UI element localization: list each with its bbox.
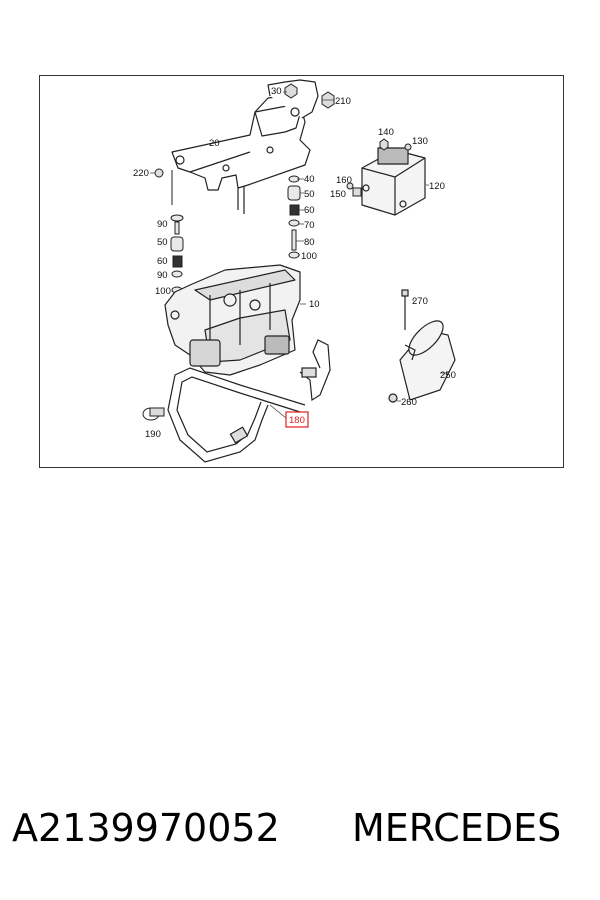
air-hose-180 <box>167 339 331 463</box>
mount-stack-right <box>287 175 301 259</box>
label-50-right: 50 <box>304 189 315 200</box>
bolt-220 <box>154 168 173 205</box>
label-260: 260 <box>401 397 417 408</box>
label-130: 130 <box>412 136 428 147</box>
label-90-top: 90 <box>157 219 168 230</box>
label-160: 160 <box>336 175 352 186</box>
label-60-right: 60 <box>304 205 315 216</box>
compressor-unit <box>164 264 301 376</box>
label-100-right: 100 <box>301 251 317 262</box>
label-150: 150 <box>330 189 346 200</box>
label-190: 190 <box>145 429 161 440</box>
pressure-reservoir-250 <box>388 289 456 403</box>
nut-30 <box>284 83 298 99</box>
highlight-box-180 <box>285 411 309 428</box>
label-30: 30 <box>271 86 282 97</box>
label-10: 10 <box>309 299 320 310</box>
brand-name: MERCEDES <box>352 806 562 850</box>
mount-stack-left <box>170 214 184 294</box>
fasteners-130-140 <box>346 138 412 197</box>
label-120: 120 <box>429 181 445 192</box>
label-250: 250 <box>440 370 456 381</box>
label-20: 20 <box>209 138 220 149</box>
part-number: A2139970052 <box>12 806 280 850</box>
label-50-left: 50 <box>157 237 168 248</box>
label-70: 70 <box>304 220 315 231</box>
label-210: 210 <box>335 96 351 107</box>
caption-bar: A2139970052 MERCEDES <box>0 800 600 860</box>
label-100-left: 100 <box>155 286 171 297</box>
bracket-part <box>171 79 319 214</box>
control-unit-120 <box>361 147 426 216</box>
label-140: 140 <box>378 127 394 138</box>
label-40: 40 <box>304 174 315 185</box>
label-90-bottom: 90 <box>157 270 168 281</box>
parts-diagram-frame <box>39 75 564 468</box>
label-60-left: 60 <box>157 256 168 267</box>
label-220: 220 <box>133 168 149 179</box>
label-80: 80 <box>304 237 315 248</box>
clip-190 <box>142 407 165 421</box>
label-180: 180 <box>289 415 305 426</box>
leader-lines <box>150 91 448 419</box>
label-270: 270 <box>412 296 428 307</box>
